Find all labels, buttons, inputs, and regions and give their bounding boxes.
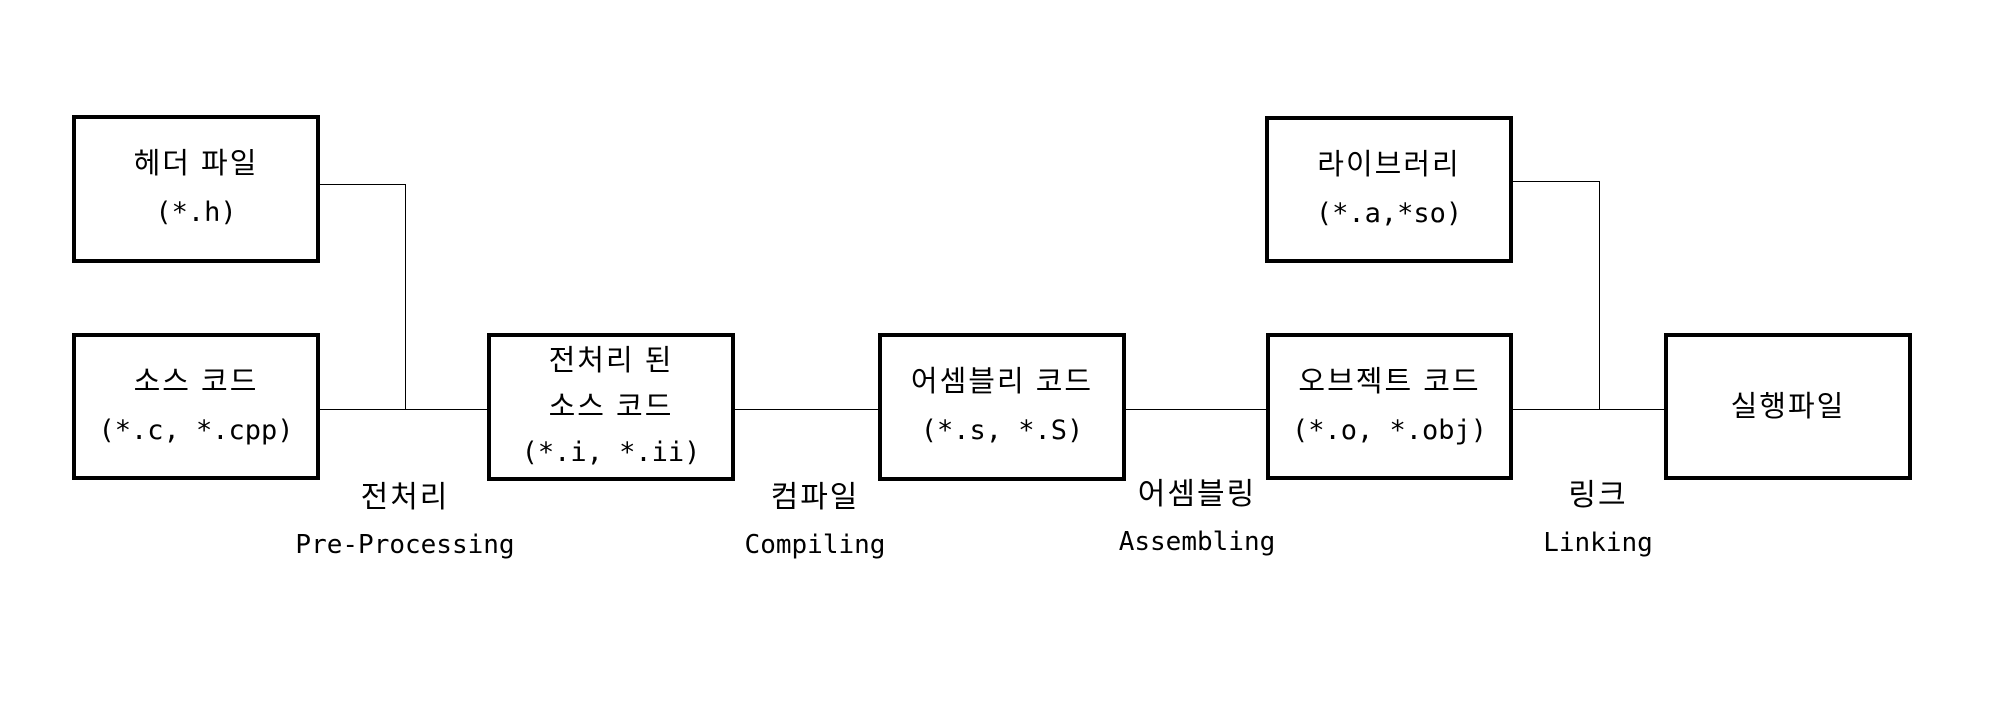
- step-label-en: Compiling: [744, 530, 886, 560]
- node-file-extension: (*.h): [155, 197, 237, 228]
- node-source-code: 소스 코드 (*.c, *.cpp): [72, 333, 320, 480]
- connector-preprocessed-to-assembly: [735, 409, 878, 410]
- node-file-extension: (*.s, *.S): [920, 415, 1084, 446]
- node-header-file: 헤더 파일 (*.h): [72, 115, 320, 263]
- step-label-ko: 어셈블링: [1137, 478, 1257, 511]
- node-file-extension: (*.i, *.ii): [521, 437, 701, 468]
- step-label-preprocessing: 전처리 Pre-Processing: [245, 481, 565, 562]
- step-label-linking: 링크 Linking: [1438, 479, 1758, 560]
- connector-library-to-junction: [1513, 181, 1600, 182]
- connector-header-junction-down: [405, 184, 406, 410]
- step-label-assembling: 어셈블링 Assembling: [1037, 478, 1357, 559]
- step-label-compiling: 컴파일 Compiling: [655, 481, 975, 562]
- step-label-ko: 전처리: [360, 481, 450, 514]
- step-label-en: Assembling: [1118, 527, 1276, 557]
- step-label-en: Linking: [1543, 528, 1653, 558]
- connector-library-junction-down: [1599, 181, 1600, 410]
- connector-header-to-junction: [320, 184, 406, 185]
- node-title: 라이브러리: [1317, 148, 1461, 181]
- connector-source-to-preprocessed: [320, 409, 487, 410]
- node-file-extension: (*.a,*so): [1315, 197, 1463, 229]
- node-title-line1: 전처리 된: [548, 345, 674, 377]
- step-label-ko: 컴파일: [770, 481, 860, 514]
- node-title-line2: 소스 코드: [548, 391, 674, 423]
- connector-assembly-to-object: [1126, 409, 1266, 410]
- node-file-extension: (*.c, *.cpp): [98, 414, 294, 446]
- node-assembly-code: 어셈블리 코드 (*.s, *.S): [878, 333, 1126, 481]
- step-label-en: Pre-Processing: [295, 530, 515, 560]
- node-title: 오브젝트 코드: [1298, 365, 1481, 398]
- node-executable: 실행파일: [1664, 333, 1912, 480]
- connector-object-to-executable: [1513, 409, 1664, 410]
- node-preprocessed-source: 전처리 된 소스 코드 (*.i, *.ii): [487, 333, 735, 481]
- node-library: 라이브러리 (*.a,*so): [1265, 116, 1513, 263]
- step-label-ko: 링크: [1568, 479, 1628, 512]
- node-title: 헤더 파일: [133, 148, 259, 180]
- node-title: 소스 코드: [133, 365, 259, 398]
- node-object-code: 오브젝트 코드 (*.o, *.obj): [1266, 333, 1513, 480]
- node-title: 어셈블리 코드: [910, 366, 1094, 398]
- node-file-extension: (*.o, *.obj): [1291, 414, 1488, 446]
- node-title: 실행파일: [1730, 390, 1846, 423]
